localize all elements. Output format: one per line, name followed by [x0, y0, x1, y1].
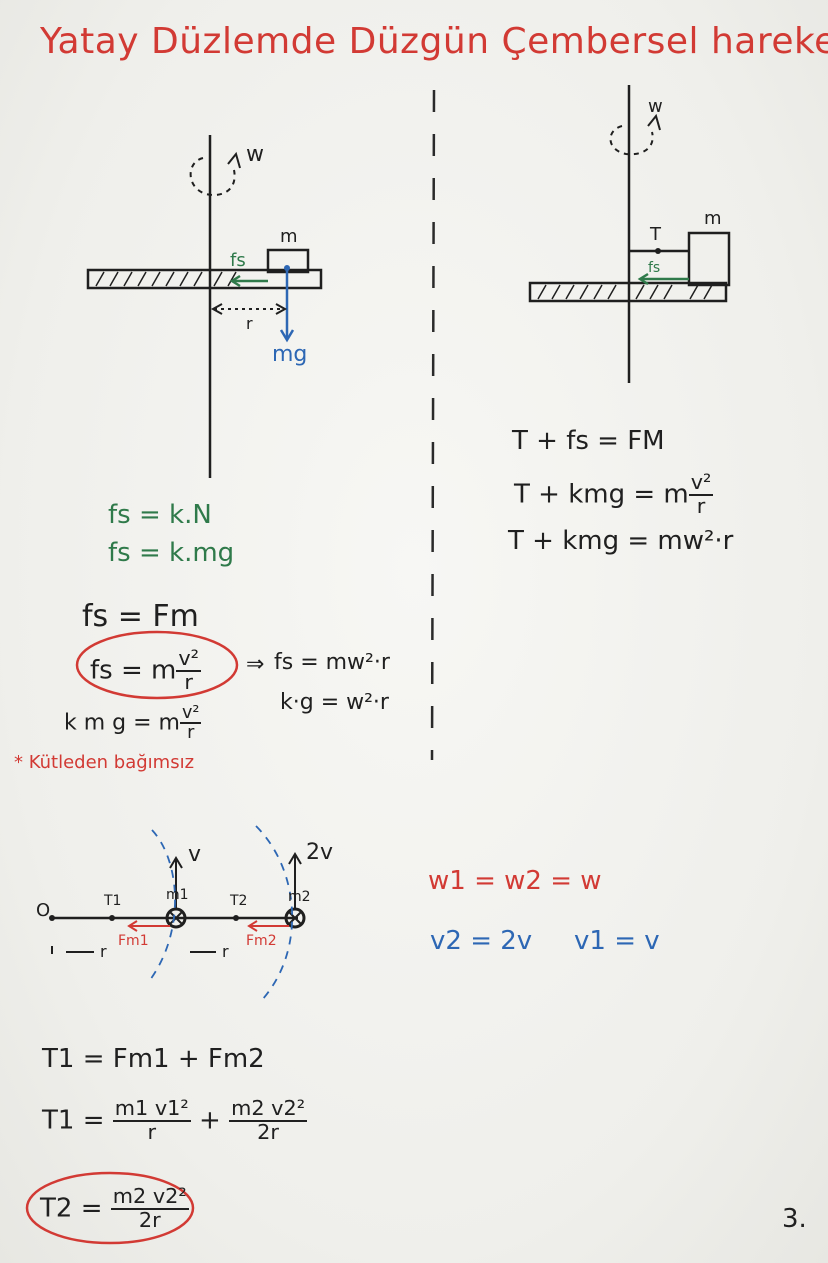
omega-label: w	[246, 142, 264, 167]
turntable-right	[528, 281, 728, 303]
eq-left-1: fs = k.N	[108, 500, 212, 530]
page-number: 3.	[782, 1204, 807, 1234]
page-title: Yatay Düzlemde Düzgün Çembersel hareket	[40, 21, 828, 62]
r2-label: r	[222, 942, 229, 961]
turntable	[86, 268, 323, 290]
highlight-circle-2	[25, 1171, 195, 1245]
eq-omega-equal: w1 = w2 = w	[428, 866, 602, 896]
t1-label: T1	[104, 893, 122, 909]
origin-label: O	[36, 900, 51, 921]
fm2-label: Fm2	[246, 933, 277, 949]
implies-arrow: ⇒	[246, 652, 265, 677]
eq-bottom-1: T1 = Fm1 + Fm2	[42, 1044, 265, 1074]
m2-label: m2	[288, 889, 311, 905]
mass-label-right: m	[704, 208, 722, 229]
block-m-right	[687, 231, 731, 287]
eq-v2: v2 = 2v	[430, 926, 533, 956]
friction-label-right: fs	[648, 260, 661, 276]
omega-arc	[189, 157, 236, 196]
eq-v1: v1 = v	[574, 926, 660, 956]
friction-label: fs	[230, 250, 246, 271]
weight-label: mg	[272, 342, 308, 367]
eq-right-1: T + fs = FM	[512, 426, 665, 456]
left-diagram	[86, 135, 323, 478]
omega-label-right: w	[648, 96, 663, 117]
fm1-label: Fm1	[118, 933, 149, 949]
mass-label: m	[280, 226, 298, 247]
eq-left-4b: fs = mw²·r	[274, 650, 390, 675]
highlight-circle	[75, 630, 239, 700]
m1-label: m1	[166, 887, 189, 903]
eq-left-5b: k·g = w²·r	[280, 690, 389, 715]
right-diagram	[528, 85, 731, 383]
column-divider	[430, 89, 436, 761]
v2-label: 2v	[306, 840, 334, 865]
eq-left-3: fs = Fm	[82, 599, 199, 634]
v1-label: v	[188, 842, 202, 867]
tension-label-right: T	[650, 224, 661, 245]
r1-label: r	[100, 942, 107, 961]
eq-left-2: fs = k.mg	[108, 538, 235, 568]
t2-label: T2	[230, 893, 248, 909]
bottom-diagram	[49, 825, 306, 1001]
eq-right-3: T + kmg = mw²·r	[508, 526, 734, 556]
mass-independent-note: * Kütleden bağımsız	[14, 752, 195, 773]
radius-label: r	[246, 314, 253, 333]
